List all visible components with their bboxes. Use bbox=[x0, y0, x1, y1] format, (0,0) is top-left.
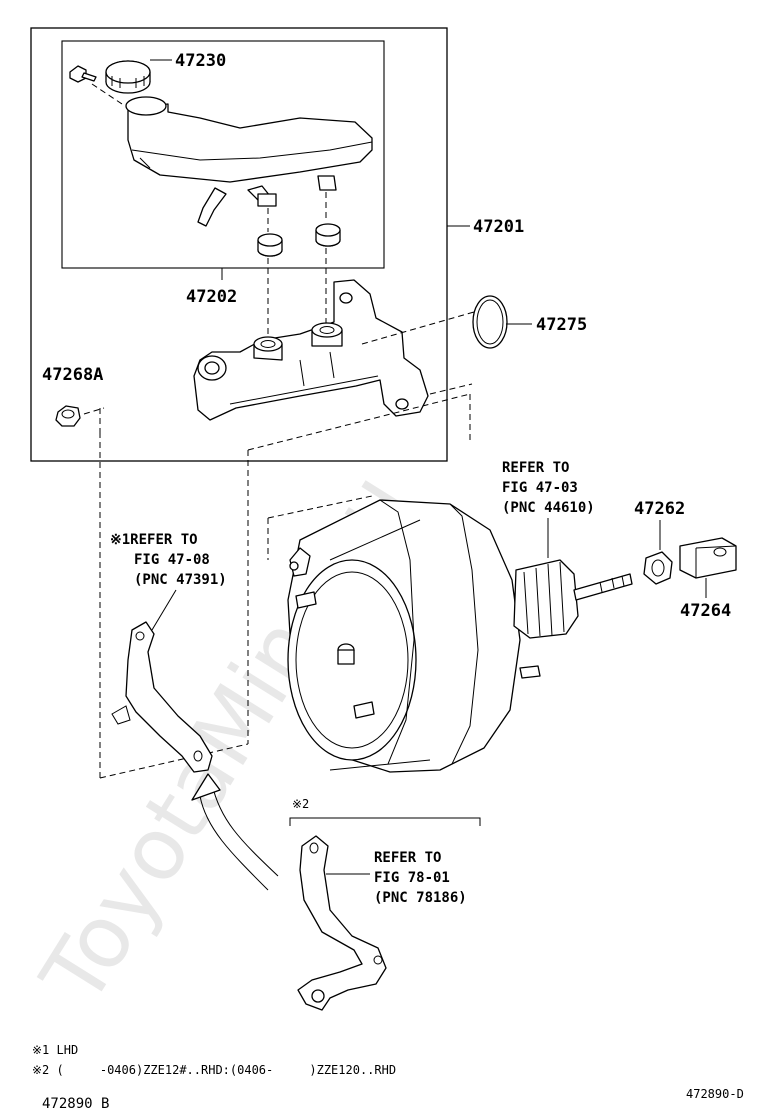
note-rhd: ※2 ( -0406)ZZE12#..RHD:(0406- )ZZE120..R… bbox=[32, 1063, 396, 1077]
part-label-47268A: 47268A bbox=[42, 365, 103, 385]
booster-guide-top bbox=[247, 393, 471, 451]
refer-bracket1-line2: FIG 47-08 bbox=[134, 552, 210, 568]
oring-guide-bottom bbox=[429, 383, 473, 395]
bracket-guide-bottom bbox=[99, 743, 249, 779]
assembly-frame bbox=[30, 27, 448, 462]
grommet-right bbox=[315, 223, 341, 247]
reservoir-frame bbox=[61, 40, 385, 269]
refer-booster-line2: FIG 47-03 bbox=[502, 480, 578, 496]
part-label-47201: 47201 bbox=[473, 217, 524, 237]
leader-bracket1 bbox=[151, 589, 177, 631]
reservoir-tank bbox=[125, 96, 373, 227]
bracket-arrow bbox=[211, 783, 279, 877]
reservoir-screw bbox=[69, 65, 97, 83]
refer-booster-line1: REFER TO bbox=[502, 460, 569, 476]
refer-bracket2-line2: FIG 78-01 bbox=[374, 870, 450, 886]
figure-code: 472890 B bbox=[42, 1096, 109, 1112]
bracket2-note-mark: ※2 bbox=[292, 797, 309, 811]
master-cylinder-body bbox=[193, 279, 429, 421]
part-label-47262: 47262 bbox=[634, 499, 685, 519]
booster-nut bbox=[643, 551, 673, 585]
plug-guide bbox=[83, 407, 105, 415]
bracket2-bracket-line bbox=[289, 817, 481, 826]
refer-bracket1-line3: (PNC 47391) bbox=[134, 572, 227, 588]
part-label-47202: 47202 bbox=[186, 287, 237, 307]
figure-code-right: 472890-D bbox=[686, 1087, 744, 1101]
o-ring bbox=[472, 295, 508, 349]
part-label-47264: 47264 bbox=[680, 601, 731, 621]
part-label-47230: 47230 bbox=[175, 51, 226, 71]
lhd-bracket bbox=[111, 621, 213, 773]
screw-guide bbox=[91, 83, 123, 105]
bracket-arrow-outline bbox=[199, 795, 269, 891]
clevis bbox=[679, 537, 737, 579]
refer-booster-line3: (PNC 44610) bbox=[502, 500, 595, 516]
note-lhd: ※1 LHD bbox=[32, 1043, 78, 1057]
refer-bracket2-line1: REFER TO bbox=[374, 850, 441, 866]
plug bbox=[55, 405, 81, 427]
brake-booster bbox=[287, 499, 633, 773]
booster-guide-frame bbox=[267, 495, 373, 519]
refer-bracket2-line3: (PNC 78186) bbox=[374, 890, 467, 906]
bracket-arrow-head bbox=[191, 773, 221, 801]
part-label-47275: 47275 bbox=[536, 315, 587, 335]
refer-bracket1-line1: ※1REFER TO bbox=[110, 532, 198, 548]
reservoir-cap bbox=[105, 60, 151, 94]
grommet-left bbox=[257, 233, 283, 257]
rhd-bracket bbox=[297, 835, 387, 1011]
